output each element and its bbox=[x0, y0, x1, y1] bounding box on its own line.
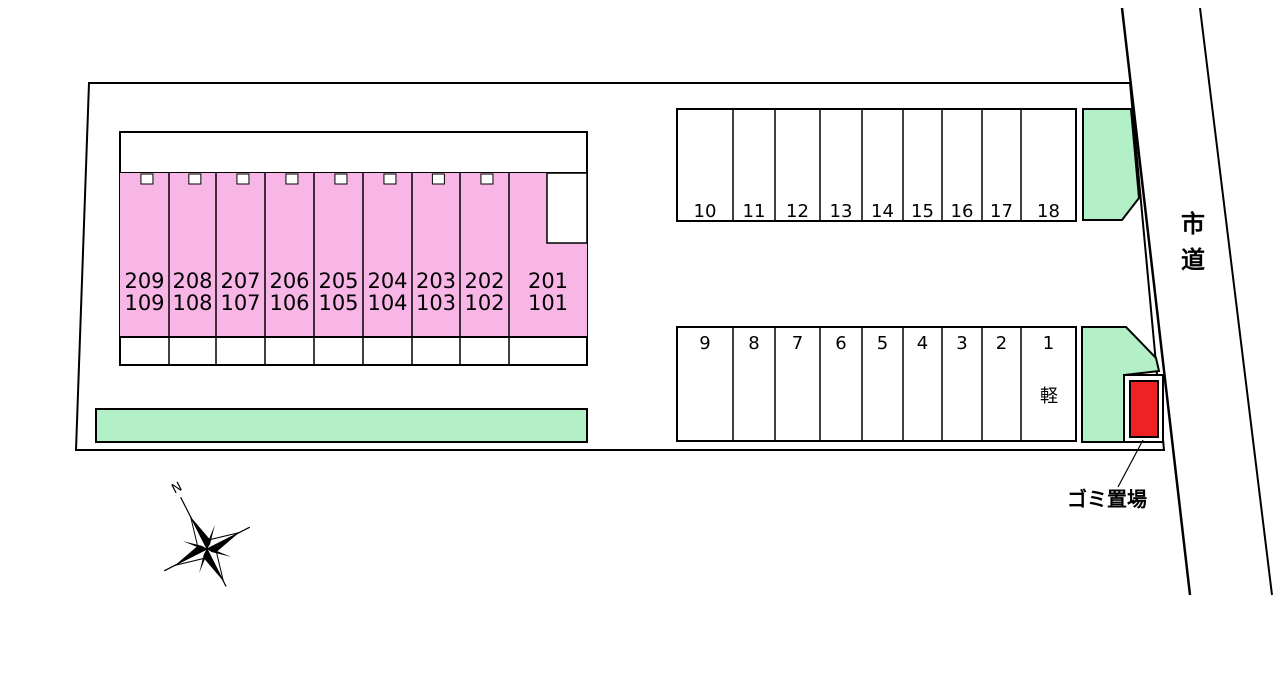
unit-fill bbox=[547, 243, 587, 337]
parking-bottom-outline bbox=[676, 326, 1077, 442]
unit-fill bbox=[265, 173, 314, 337]
unit-fill bbox=[314, 173, 363, 337]
road-label-2: 道 bbox=[1181, 246, 1205, 274]
unit-number-upper: 201 bbox=[528, 269, 568, 293]
unit-number-upper: 204 bbox=[367, 269, 407, 293]
parking-slot-17: 17 bbox=[990, 201, 1013, 222]
unit-number-upper: 207 bbox=[220, 269, 260, 293]
parking-slot-2: 2 bbox=[996, 333, 1007, 354]
parking-slot-12: 12 bbox=[786, 201, 809, 222]
garbage-leader-line bbox=[1117, 439, 1144, 488]
garbage-label: ゴミ置場 bbox=[1067, 487, 1147, 511]
unit-number-upper: 202 bbox=[464, 269, 504, 293]
parking-slot-9: 9 bbox=[699, 333, 710, 354]
unit-fill bbox=[216, 173, 265, 337]
parking-slot-8: 8 bbox=[748, 333, 759, 354]
unit-number-lower: 102 bbox=[464, 291, 504, 315]
parking-slot-14: 14 bbox=[871, 201, 894, 222]
parking-slot-3: 3 bbox=[956, 333, 967, 354]
unit-meter-box bbox=[188, 173, 202, 185]
unit-meter-box bbox=[236, 173, 250, 185]
unit-meter-box bbox=[431, 173, 445, 185]
property-boundary bbox=[74, 82, 1166, 451]
unit-meter-box bbox=[480, 173, 494, 185]
north-letter: N bbox=[169, 480, 184, 498]
unit-number-upper: 208 bbox=[172, 269, 212, 293]
unit-meter-box bbox=[383, 173, 397, 185]
unit-number-upper: 206 bbox=[269, 269, 309, 293]
unit-fill bbox=[169, 173, 216, 337]
unit-number-lower: 107 bbox=[220, 291, 260, 315]
apartment-building: 2091092081082071072061062051052041042031… bbox=[119, 131, 588, 366]
parking-slot-5: 5 bbox=[877, 333, 888, 354]
parking-slot-7: 7 bbox=[792, 333, 803, 354]
unit-number-lower: 101 bbox=[528, 291, 568, 315]
unit-number-lower: 104 bbox=[367, 291, 407, 315]
unit-number-upper: 209 bbox=[124, 269, 164, 293]
unit-meter-box bbox=[334, 173, 348, 185]
parking-slot-4: 4 bbox=[917, 333, 928, 354]
kei-car-label: 軽 bbox=[1040, 386, 1058, 407]
parking-slot-6: 6 bbox=[835, 333, 846, 354]
unit-number-upper: 203 bbox=[416, 269, 456, 293]
parking-slot-13: 13 bbox=[830, 201, 853, 222]
road-edge-right bbox=[1199, 7, 1273, 596]
garbage-box bbox=[1129, 380, 1159, 438]
parking-slot-11: 11 bbox=[743, 201, 766, 222]
unit-number-lower: 108 bbox=[172, 291, 212, 315]
building-bottom-strip bbox=[119, 336, 588, 366]
road-edge-left bbox=[1120, 7, 1192, 596]
parking-slot-1: 1 bbox=[1043, 333, 1054, 354]
road-label-1: 市 bbox=[1181, 210, 1205, 238]
unit-number-lower: 103 bbox=[416, 291, 456, 315]
units-layer: 2091092081082071072061062051052041042031… bbox=[120, 172, 588, 337]
unit-fill bbox=[460, 173, 509, 337]
parking-top-outline bbox=[676, 108, 1077, 222]
unit-number-upper: 205 bbox=[318, 269, 358, 293]
unit-meter-box bbox=[140, 173, 154, 185]
unit-number-lower: 106 bbox=[269, 291, 309, 315]
parking-slot-18: 18 bbox=[1037, 201, 1060, 222]
parking-slot-15: 15 bbox=[911, 201, 934, 222]
green-area-upper-right bbox=[1082, 108, 1141, 221]
parking-slot-16: 16 bbox=[951, 201, 974, 222]
unit-fill bbox=[509, 173, 547, 337]
unit-fill bbox=[363, 173, 412, 337]
garbage-area: ゴミ置場 bbox=[1067, 374, 1164, 511]
unit-dividers bbox=[168, 173, 510, 365]
green-strip-bottom bbox=[95, 408, 588, 443]
parking-slot-10: 10 bbox=[694, 201, 717, 222]
city-road: 市 道 bbox=[1120, 7, 1273, 596]
parking-bottom-row: 9 8 7 6 5 4 3 2 1 bbox=[676, 326, 1077, 442]
parking-top-row: 10 11 12 13 14 15 16 17 18 bbox=[676, 108, 1077, 222]
unit-fill bbox=[412, 173, 460, 337]
unit-number-lower: 109 bbox=[124, 291, 164, 315]
unit-fill bbox=[120, 173, 169, 337]
green-area-lower-right bbox=[1081, 326, 1161, 443]
compass-rose-icon: N bbox=[163, 480, 251, 587]
unit-meter-box bbox=[285, 173, 299, 185]
unit-number-lower: 105 bbox=[318, 291, 358, 315]
building-top-corridor bbox=[119, 131, 588, 174]
unit-alcove bbox=[546, 172, 588, 244]
